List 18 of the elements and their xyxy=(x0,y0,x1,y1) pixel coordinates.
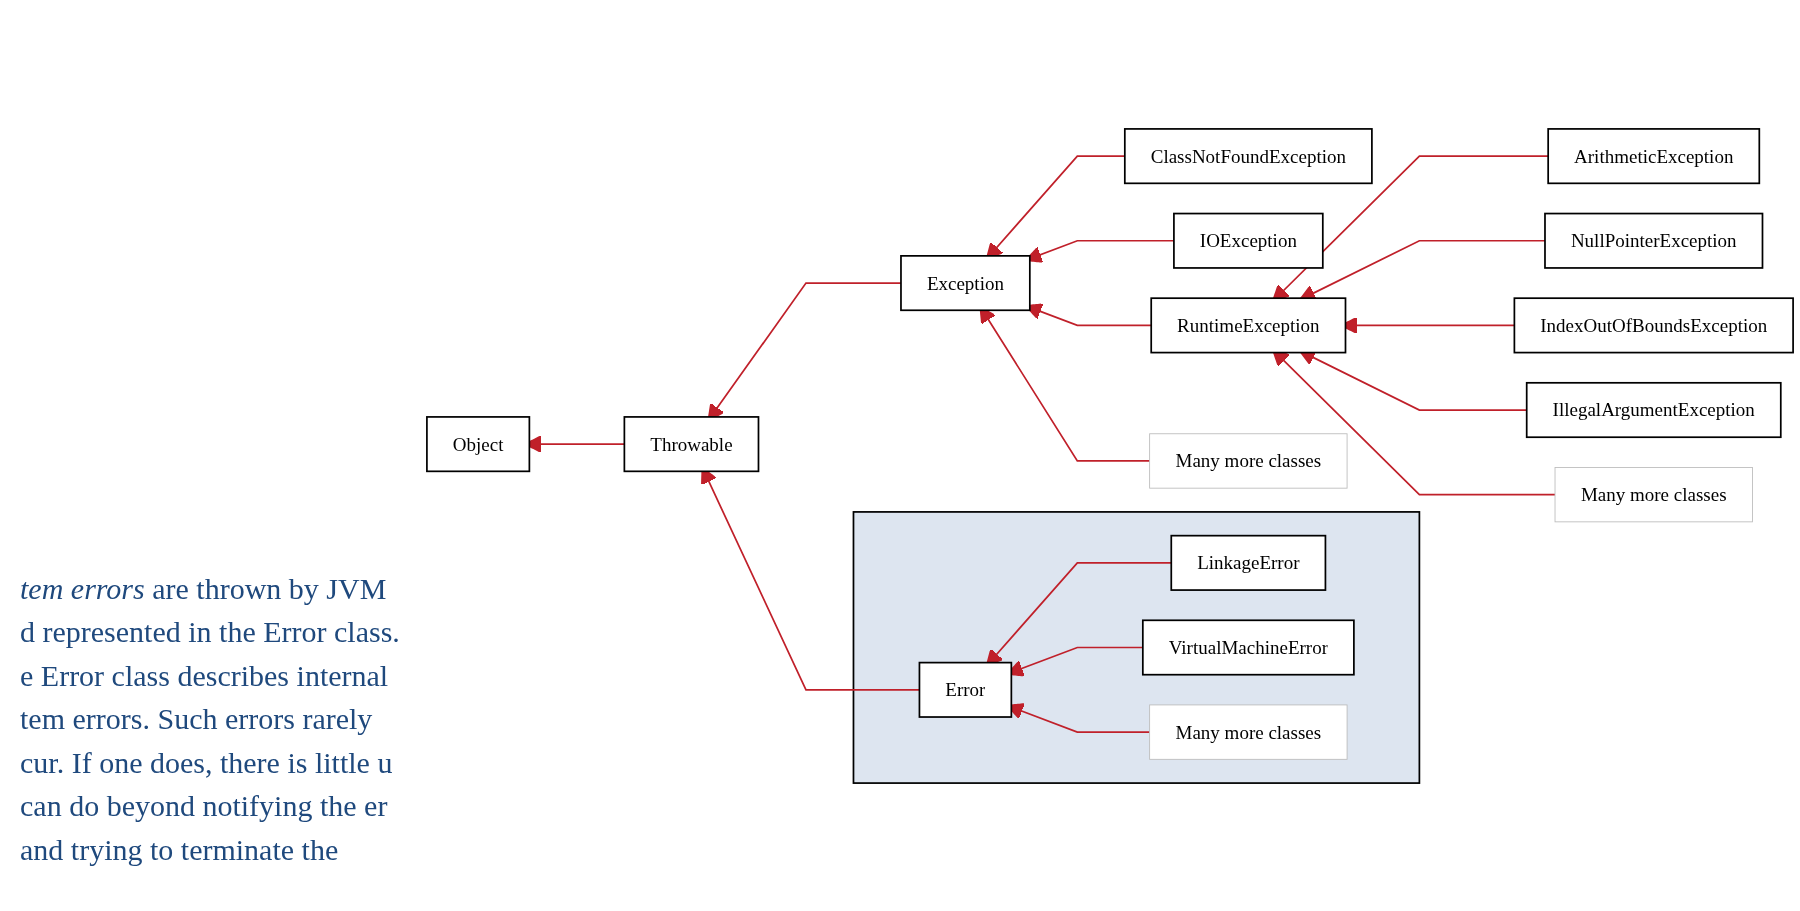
node-box: LinkageError xyxy=(1170,534,1327,591)
node-box: IOException xyxy=(1173,212,1324,269)
node-box: ArithmeticException xyxy=(1547,127,1761,184)
node-box: ClassNotFoundException xyxy=(1123,127,1373,184)
description-paragraph: tem errors are thrown by JVM d represented in the Error class. e Error class describes internal tem errors. Such errors rarely cur. If one does, there is little u can do beyond notifying the er and trying to terminate the xyxy=(20,570,400,868)
node-box: Exception xyxy=(900,254,1031,311)
node-box: RuntimeException xyxy=(1150,296,1347,353)
cluster xyxy=(852,510,1421,784)
node-box: Throwable xyxy=(623,415,760,472)
node-box: IllegalArgumentException xyxy=(1525,381,1782,438)
node-box: Many more classes xyxy=(1149,432,1348,489)
node-box: NullPointerException xyxy=(1544,212,1764,269)
node-box: Error xyxy=(918,661,1013,718)
node-box: Object xyxy=(426,415,531,472)
node-box: Many more classes xyxy=(1149,704,1348,760)
node-box: Many more classes xyxy=(1554,466,1753,522)
node-box: IndexOutOfBoundsException xyxy=(1513,296,1794,353)
node-box: VirtualMachineError xyxy=(1141,618,1355,676)
